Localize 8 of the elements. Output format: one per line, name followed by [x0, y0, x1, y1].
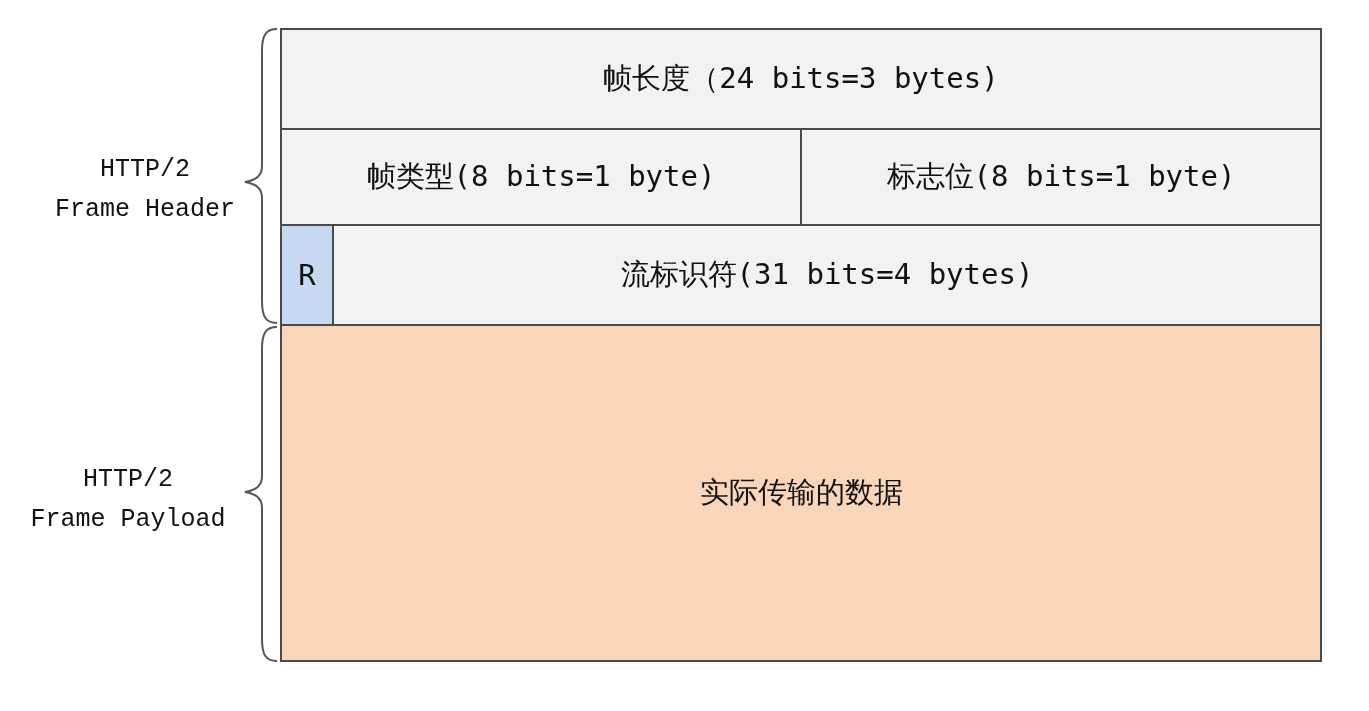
flags-field: 标志位(8 bits=1 byte) — [800, 128, 1322, 226]
reserved-bit-field: R — [280, 224, 334, 326]
stream-id-field: 流标识符(31 bits=4 bytes) — [332, 224, 1322, 326]
section-label: HTTP/2 Frame Header — [54, 154, 236, 226]
payload-area: 实际传输的数据 — [280, 324, 1322, 662]
length-field: 帧长度（24 bits=3 bytes) — [280, 28, 1322, 130]
type-field: 帧类型(8 bits=1 byte) — [280, 128, 802, 226]
section-label: HTTP/2 Frame Payload — [29, 464, 227, 536]
